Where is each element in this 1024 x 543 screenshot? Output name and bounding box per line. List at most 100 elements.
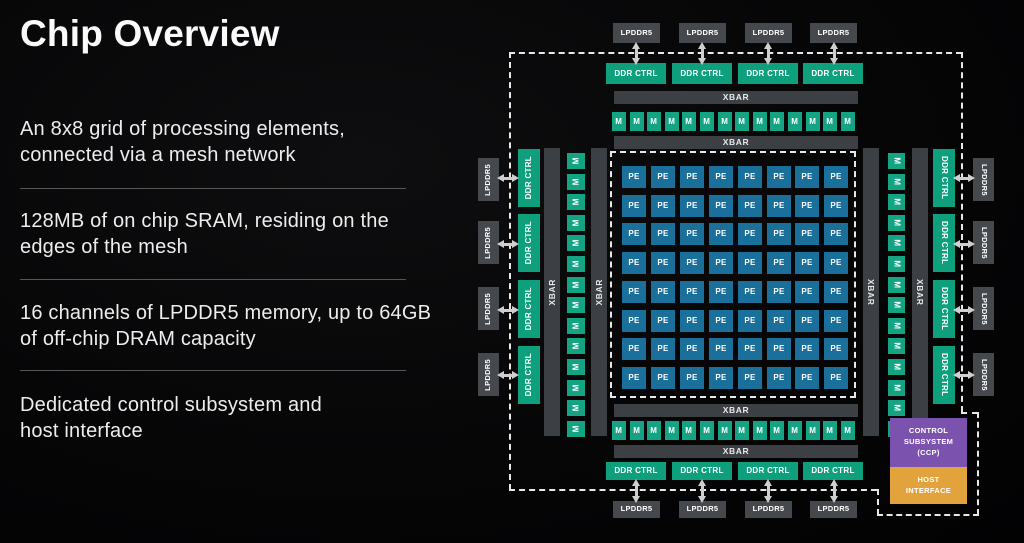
pe-tile: PE: [824, 338, 848, 360]
pe-tile-label: PE: [657, 258, 669, 268]
mem-tile: M: [788, 421, 802, 440]
mem-tile-label: M: [650, 116, 658, 126]
divider: [20, 188, 406, 189]
mem-tile: M: [841, 421, 855, 440]
lpddr5-link-arrow: [497, 305, 519, 316]
lpddr5-box: LPDDR5: [973, 287, 994, 330]
pe-tile: PE: [622, 223, 646, 245]
mem-tile-label: M: [721, 116, 729, 126]
mem-tile-label: M: [892, 384, 902, 392]
chip-boundary-dash: [877, 514, 979, 516]
pe-tile: PE: [767, 252, 791, 274]
pe-tile-label: PE: [773, 258, 785, 268]
lpddr5-box: LPDDR5: [745, 23, 792, 43]
mem-tile: M: [718, 112, 732, 131]
mem-tile-label: M: [703, 425, 711, 435]
mem-tile-label: M: [773, 116, 781, 126]
bullet-pe-grid: An 8x8 grid of processing elements, conn…: [20, 118, 345, 166]
pe-tile: PE: [738, 338, 762, 360]
mem-tile-label: M: [892, 157, 902, 165]
mem-tile: M: [567, 277, 585, 293]
pe-tile-label: PE: [628, 344, 640, 354]
pe-tile-label: PE: [773, 201, 785, 211]
mem-tile-label: M: [668, 425, 676, 435]
pe-tile-label: PE: [801, 316, 813, 326]
mem-tile-label: M: [892, 342, 902, 350]
pe-tile-label: PE: [657, 287, 669, 297]
xbar-bar-label: XBAR: [722, 92, 750, 103]
mem-tile: M: [823, 112, 837, 131]
mem-tile: M: [665, 112, 679, 131]
pe-tile: PE: [709, 310, 733, 332]
divider: [20, 279, 406, 280]
xbar-bar: XBAR: [544, 148, 560, 436]
ddr-ctrl-box: DDR CTRL: [672, 63, 732, 84]
lpddr5-link-arrow: [631, 479, 642, 503]
mem-tile-label: M: [826, 116, 834, 126]
pe-tile-label: PE: [773, 287, 785, 297]
lpddr5-box: LPDDR5: [973, 221, 994, 264]
mem-tile-label: M: [571, 342, 581, 350]
mem-tile: M: [888, 380, 905, 396]
pe-tile: PE: [824, 367, 848, 389]
mem-tile-label: M: [892, 404, 902, 412]
mem-tile: M: [567, 256, 585, 272]
lpddr5-box-label: LPDDR5: [686, 27, 719, 37]
mem-tile: M: [630, 421, 644, 440]
mem-tile: M: [567, 215, 585, 231]
lpddr5-box: LPDDR5: [613, 23, 660, 43]
pe-tile-label: PE: [744, 373, 756, 383]
mem-tile: M: [567, 194, 585, 210]
pe-tile-label: PE: [715, 373, 727, 383]
pe-tile-label: PE: [657, 201, 669, 211]
xbar-bar: XBAR: [591, 148, 607, 436]
lpddr5-box-label: LPDDR5: [483, 163, 493, 196]
mem-tile-label: M: [685, 116, 693, 126]
mem-tile-label: M: [892, 322, 902, 330]
pe-tile: PE: [709, 223, 733, 245]
lpddr5-box-label: LPDDR5: [979, 358, 989, 391]
pe-tile: PE: [651, 252, 675, 274]
ddr-ctrl-box-label: DDR CTRL: [614, 466, 658, 476]
ddr-ctrl-box: DDR CTRL: [606, 63, 666, 84]
pe-tile: PE: [622, 195, 646, 217]
pe-tile: PE: [651, 338, 675, 360]
mem-tile: M: [753, 421, 767, 440]
lpddr5-box-label: LPDDR5: [817, 27, 850, 37]
mem-tile: M: [888, 338, 905, 354]
pe-tile-label: PE: [830, 201, 842, 211]
ddr-ctrl-box: DDR CTRL: [803, 462, 863, 480]
mem-tile: M: [567, 421, 585, 437]
mem-tile-label: M: [756, 425, 764, 435]
mem-tile-label: M: [571, 322, 581, 330]
mem-tile: M: [888, 153, 905, 169]
pe-tile: PE: [767, 338, 791, 360]
pe-tile-label: PE: [773, 373, 785, 383]
mem-tile-label: M: [738, 425, 746, 435]
pe-tile-label: PE: [830, 316, 842, 326]
mem-tile-label: M: [571, 157, 581, 165]
xbar-bar: XBAR: [863, 148, 879, 436]
ddr-ctrl-box-label: DDR CTRL: [811, 466, 855, 476]
ddr-ctrl-box-label: DDR CTRL: [680, 68, 724, 78]
ddr-ctrl-box-label: DDR CTRL: [746, 466, 790, 476]
mem-tile: M: [567, 380, 585, 396]
pe-tile: PE: [651, 310, 675, 332]
pe-tile-label: PE: [657, 344, 669, 354]
pe-tile: PE: [738, 223, 762, 245]
mem-tile-label: M: [892, 198, 902, 206]
lpddr5-box: LPDDR5: [810, 501, 857, 518]
xbar-bar-label: XBAR: [866, 278, 877, 306]
pe-tile-label: PE: [744, 201, 756, 211]
lpddr5-link-arrow: [697, 479, 708, 503]
pe-tile-label: PE: [801, 258, 813, 268]
lpddr5-box-label: LPDDR5: [752, 27, 785, 37]
mem-tile-label: M: [892, 301, 902, 309]
ddr-ctrl-box: DDR CTRL: [738, 63, 798, 84]
pe-tile: PE: [651, 166, 675, 188]
mem-tile-label: M: [571, 178, 581, 186]
lpddr5-box-label: LPDDR5: [483, 226, 493, 259]
chip-boundary-dash: [509, 52, 511, 490]
